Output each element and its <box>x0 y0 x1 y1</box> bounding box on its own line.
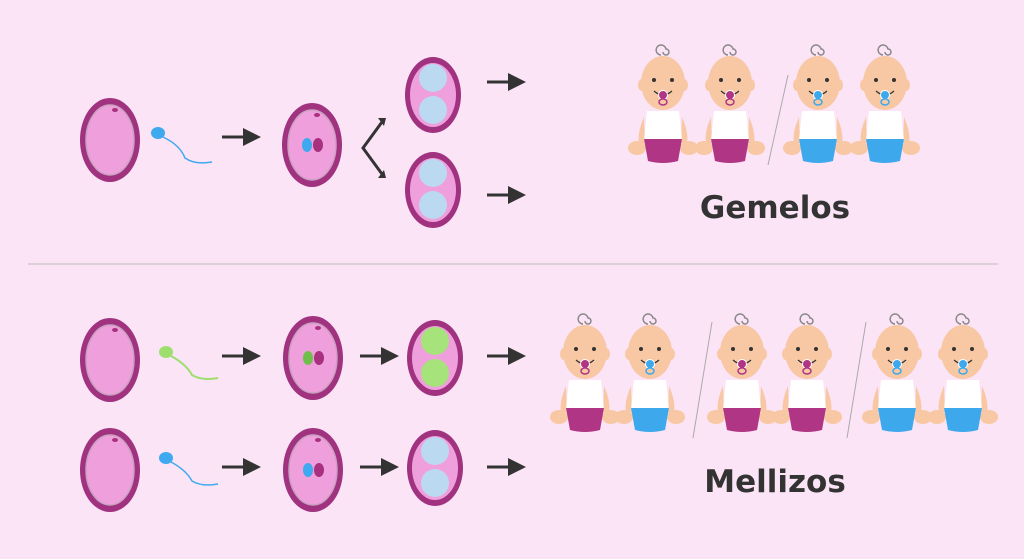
baby-girl-icon <box>706 313 778 433</box>
split-arrow-icon <box>361 121 384 175</box>
zygote-icon <box>282 427 344 513</box>
identical-twins-process <box>79 44 921 228</box>
fraternal-twins-label: Mellizos <box>704 464 846 500</box>
egg-cell-icon <box>79 427 141 513</box>
divider <box>767 74 789 166</box>
embryo-icon <box>405 57 461 133</box>
zygote-icon <box>281 102 343 188</box>
sperm-icon <box>159 452 219 486</box>
baby-boy-icon <box>861 313 933 433</box>
egg-cell-icon <box>79 317 141 403</box>
baby-girl-icon <box>549 313 621 433</box>
baby-girl-icon <box>627 44 699 164</box>
sperm-icon <box>151 127 213 164</box>
identical-twins-label: Gemelos <box>699 190 851 226</box>
fraternal-twins-process <box>79 313 999 513</box>
embryo-icon <box>407 320 463 396</box>
divider <box>692 321 713 439</box>
baby-boy-icon <box>614 313 686 433</box>
divider <box>846 321 867 439</box>
baby-boy-icon <box>927 313 999 433</box>
embryo-icon <box>405 152 461 228</box>
baby-girl-icon <box>771 313 843 433</box>
zygote-icon <box>282 315 344 401</box>
embryo-icon <box>407 430 463 506</box>
baby-boy-icon <box>782 44 854 164</box>
baby-boy-icon <box>849 44 921 164</box>
sperm-icon <box>159 346 219 380</box>
egg-cell-icon <box>79 97 141 183</box>
baby-girl-icon <box>694 44 766 164</box>
